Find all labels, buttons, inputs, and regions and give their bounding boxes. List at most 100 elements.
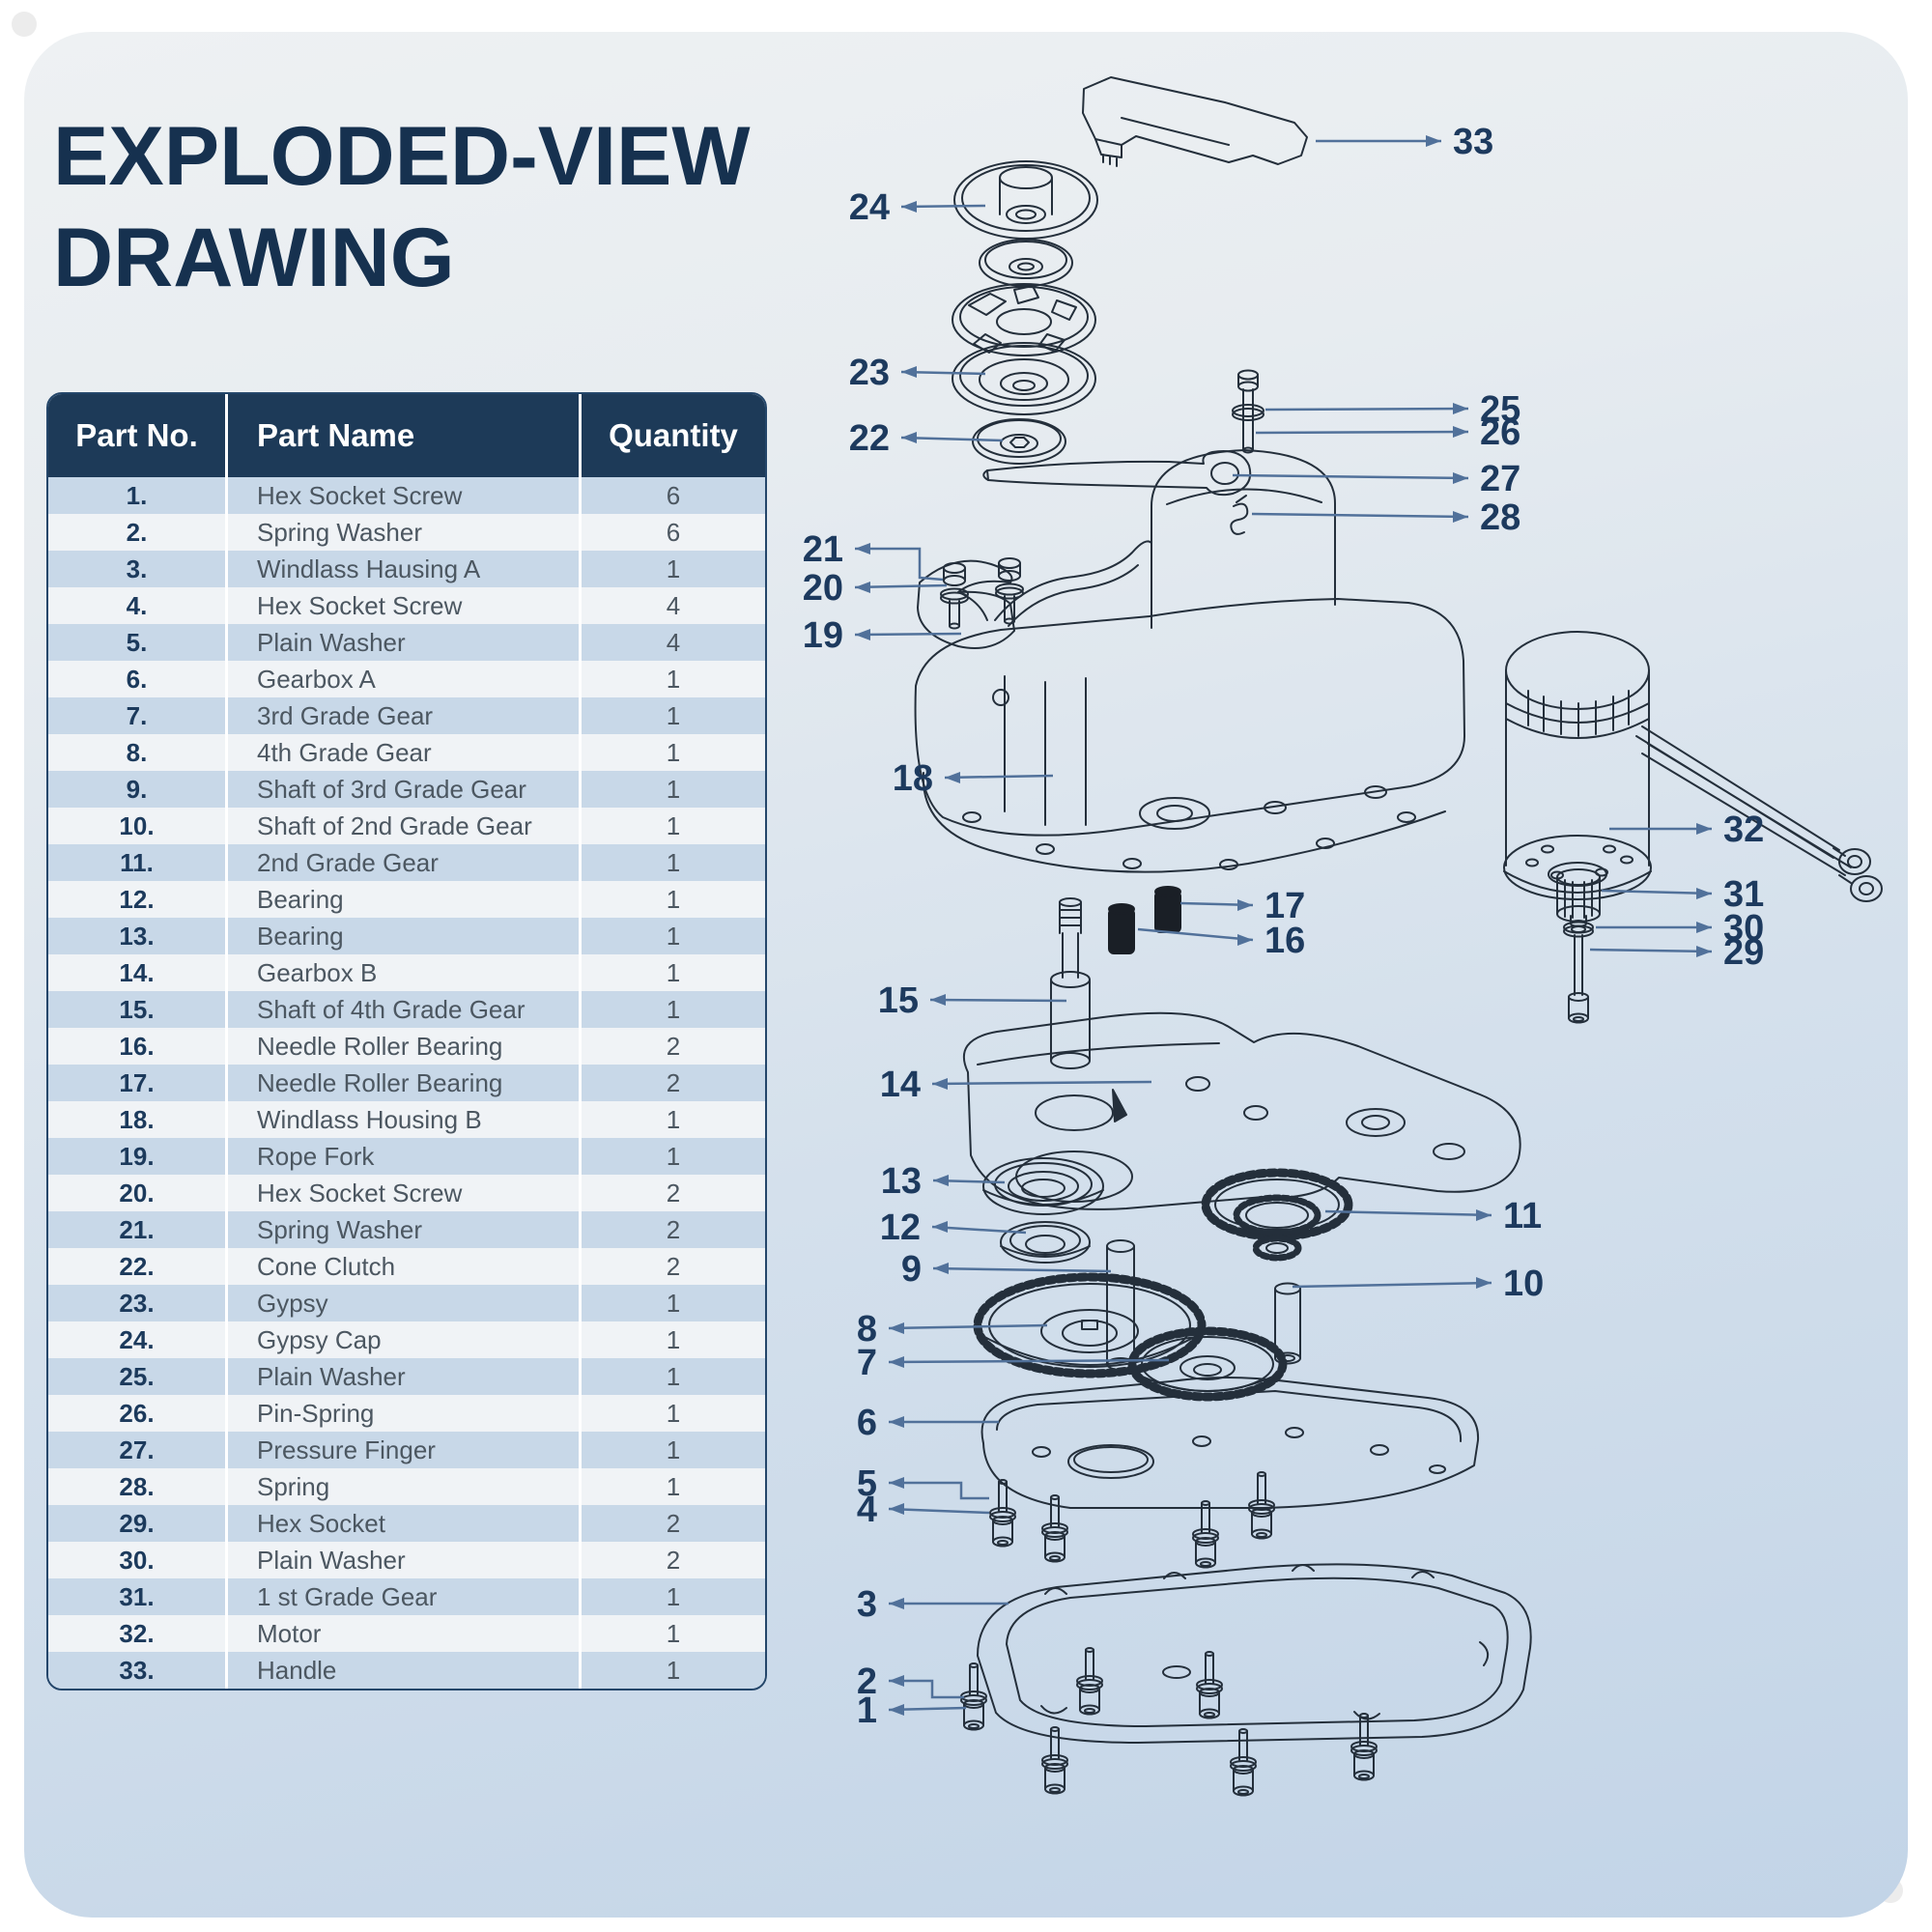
- cell-qty: 1: [666, 958, 681, 987]
- cell-qty: 1: [666, 1619, 681, 1648]
- cell-no: 33.: [48, 1652, 228, 1689]
- cell-no: 8.: [48, 734, 228, 771]
- cell-no: 17.: [48, 1065, 228, 1101]
- cell-name: Plain Washer: [228, 624, 582, 661]
- cell-qty: 1: [666, 1399, 681, 1428]
- cell-no: 7.: [48, 697, 228, 734]
- cell-no: 30.: [48, 1542, 228, 1578]
- cell-no: 23.: [48, 1285, 228, 1321]
- cell-no: 18.: [48, 1101, 228, 1138]
- corner-dot-top-left: [12, 12, 37, 37]
- cell-name: Rope Fork: [228, 1138, 582, 1175]
- cell-name: Pressure Finger: [228, 1432, 582, 1468]
- cell-qty: 1: [666, 738, 681, 767]
- cell-qty: 1: [666, 775, 681, 804]
- cell-name: Shaft of 2nd Grade Gear: [228, 808, 582, 844]
- header-quantity: Quantity: [609, 417, 738, 453]
- cell-qty: 1: [666, 885, 681, 914]
- cell-no: 9.: [48, 771, 228, 808]
- cell-name: Gypsy: [228, 1285, 582, 1321]
- cell-name: Motor: [228, 1615, 582, 1652]
- cell-qty: 6: [666, 518, 681, 547]
- cell-qty: 1: [666, 1582, 681, 1611]
- table-row: 7.3rd Grade Gear 1: [48, 697, 765, 734]
- title-line-2: DRAWING: [53, 211, 455, 304]
- cell-qty: 1: [666, 995, 681, 1024]
- cell-name: Shaft of 4th Grade Gear: [228, 991, 582, 1028]
- cell-name: Pin-Spring: [228, 1395, 582, 1432]
- cell-no: 12.: [48, 881, 228, 918]
- table-row: 15.Shaft of 4th Grade Gear 1: [48, 991, 765, 1028]
- cell-qty: 2: [666, 1068, 681, 1097]
- cell-name: Bearing: [228, 918, 582, 954]
- cell-qty: 6: [666, 481, 681, 510]
- cell-name: 2nd Grade Gear: [228, 844, 582, 881]
- cell-name: Gypsy Cap: [228, 1321, 582, 1358]
- cell-no: 16.: [48, 1028, 228, 1065]
- cell-name: Hex Socket Screw: [228, 587, 582, 624]
- cell-no: 14.: [48, 954, 228, 991]
- table-row: 31.1 st Grade Gear 1: [48, 1578, 765, 1615]
- cell-qty: 4: [666, 628, 681, 657]
- cell-qty: 1: [666, 1142, 681, 1171]
- cell-name: Gearbox B: [228, 954, 582, 991]
- cell-name: 1 st Grade Gear: [228, 1578, 582, 1615]
- table-row: 17.Needle Roller Bearing 2: [48, 1065, 765, 1101]
- cell-no: 3.: [48, 551, 228, 587]
- cell-no: 31.: [48, 1578, 228, 1615]
- table-row: 10.Shaft of 2nd Grade Gear 1: [48, 808, 765, 844]
- cell-qty: 2: [666, 1179, 681, 1208]
- cell-qty: 1: [666, 665, 681, 694]
- cell-no: 2.: [48, 514, 228, 551]
- cell-no: 13.: [48, 918, 228, 954]
- cell-no: 20.: [48, 1175, 228, 1211]
- cell-name: Spring Washer: [228, 1211, 582, 1248]
- cell-no: 28.: [48, 1468, 228, 1505]
- cell-no: 5.: [48, 624, 228, 661]
- cell-qty: 1: [666, 701, 681, 730]
- cell-no: 11.: [48, 844, 228, 881]
- cell-qty: 1: [666, 848, 681, 877]
- cell-name: Plain Washer: [228, 1358, 582, 1395]
- cell-qty: 1: [666, 554, 681, 583]
- cell-qty: 1: [666, 811, 681, 840]
- cell-name: Windlass Hausing A: [228, 551, 582, 587]
- cell-qty: 1: [666, 1656, 681, 1685]
- cell-qty: 2: [666, 1546, 681, 1575]
- title-line-1: EXPLODED-VIEW: [53, 110, 751, 203]
- cell-name: Hex Socket: [228, 1505, 582, 1542]
- table-row: 11.2nd Grade Gear 1: [48, 844, 765, 881]
- cell-name: Needle Roller Bearing: [228, 1065, 582, 1101]
- cell-no: 15.: [48, 991, 228, 1028]
- cell-name: Cone Clutch: [228, 1248, 582, 1285]
- cell-qty: 2: [666, 1252, 681, 1281]
- cell-no: 10.: [48, 808, 228, 844]
- table-row: 3.Windlass Hausing A 1: [48, 551, 765, 587]
- cell-name: 3rd Grade Gear: [228, 697, 582, 734]
- cell-name: Shaft of 3rd Grade Gear: [228, 771, 582, 808]
- cell-name: Needle Roller Bearing: [228, 1028, 582, 1065]
- cell-name: Windlass Housing B: [228, 1101, 582, 1138]
- cell-no: 29.: [48, 1505, 228, 1542]
- cell-name: Spring Washer: [228, 514, 582, 551]
